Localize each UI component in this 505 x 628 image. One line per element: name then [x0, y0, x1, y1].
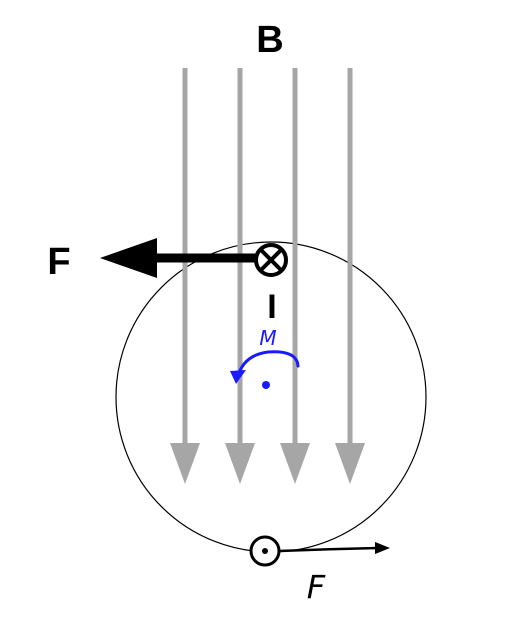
field-line — [280, 68, 310, 484]
field-line — [225, 68, 255, 484]
field-line — [335, 68, 365, 484]
moment-arrowhead — [230, 370, 246, 384]
force-label-top: F — [47, 241, 70, 283]
circle-dot-icon — [249, 535, 281, 567]
moment-pivot — [262, 381, 270, 389]
moment-label: M — [259, 326, 276, 350]
current-label: I — [267, 288, 276, 326]
force-arrow-bottom — [278, 542, 390, 554]
force-arrow-top — [100, 238, 258, 278]
moment-annotation: M — [230, 326, 300, 389]
circle-cross-icon — [254, 243, 288, 277]
field-label: B — [256, 19, 283, 61]
force-label-bottom: F — [307, 568, 326, 606]
moment-arc — [236, 350, 300, 378]
